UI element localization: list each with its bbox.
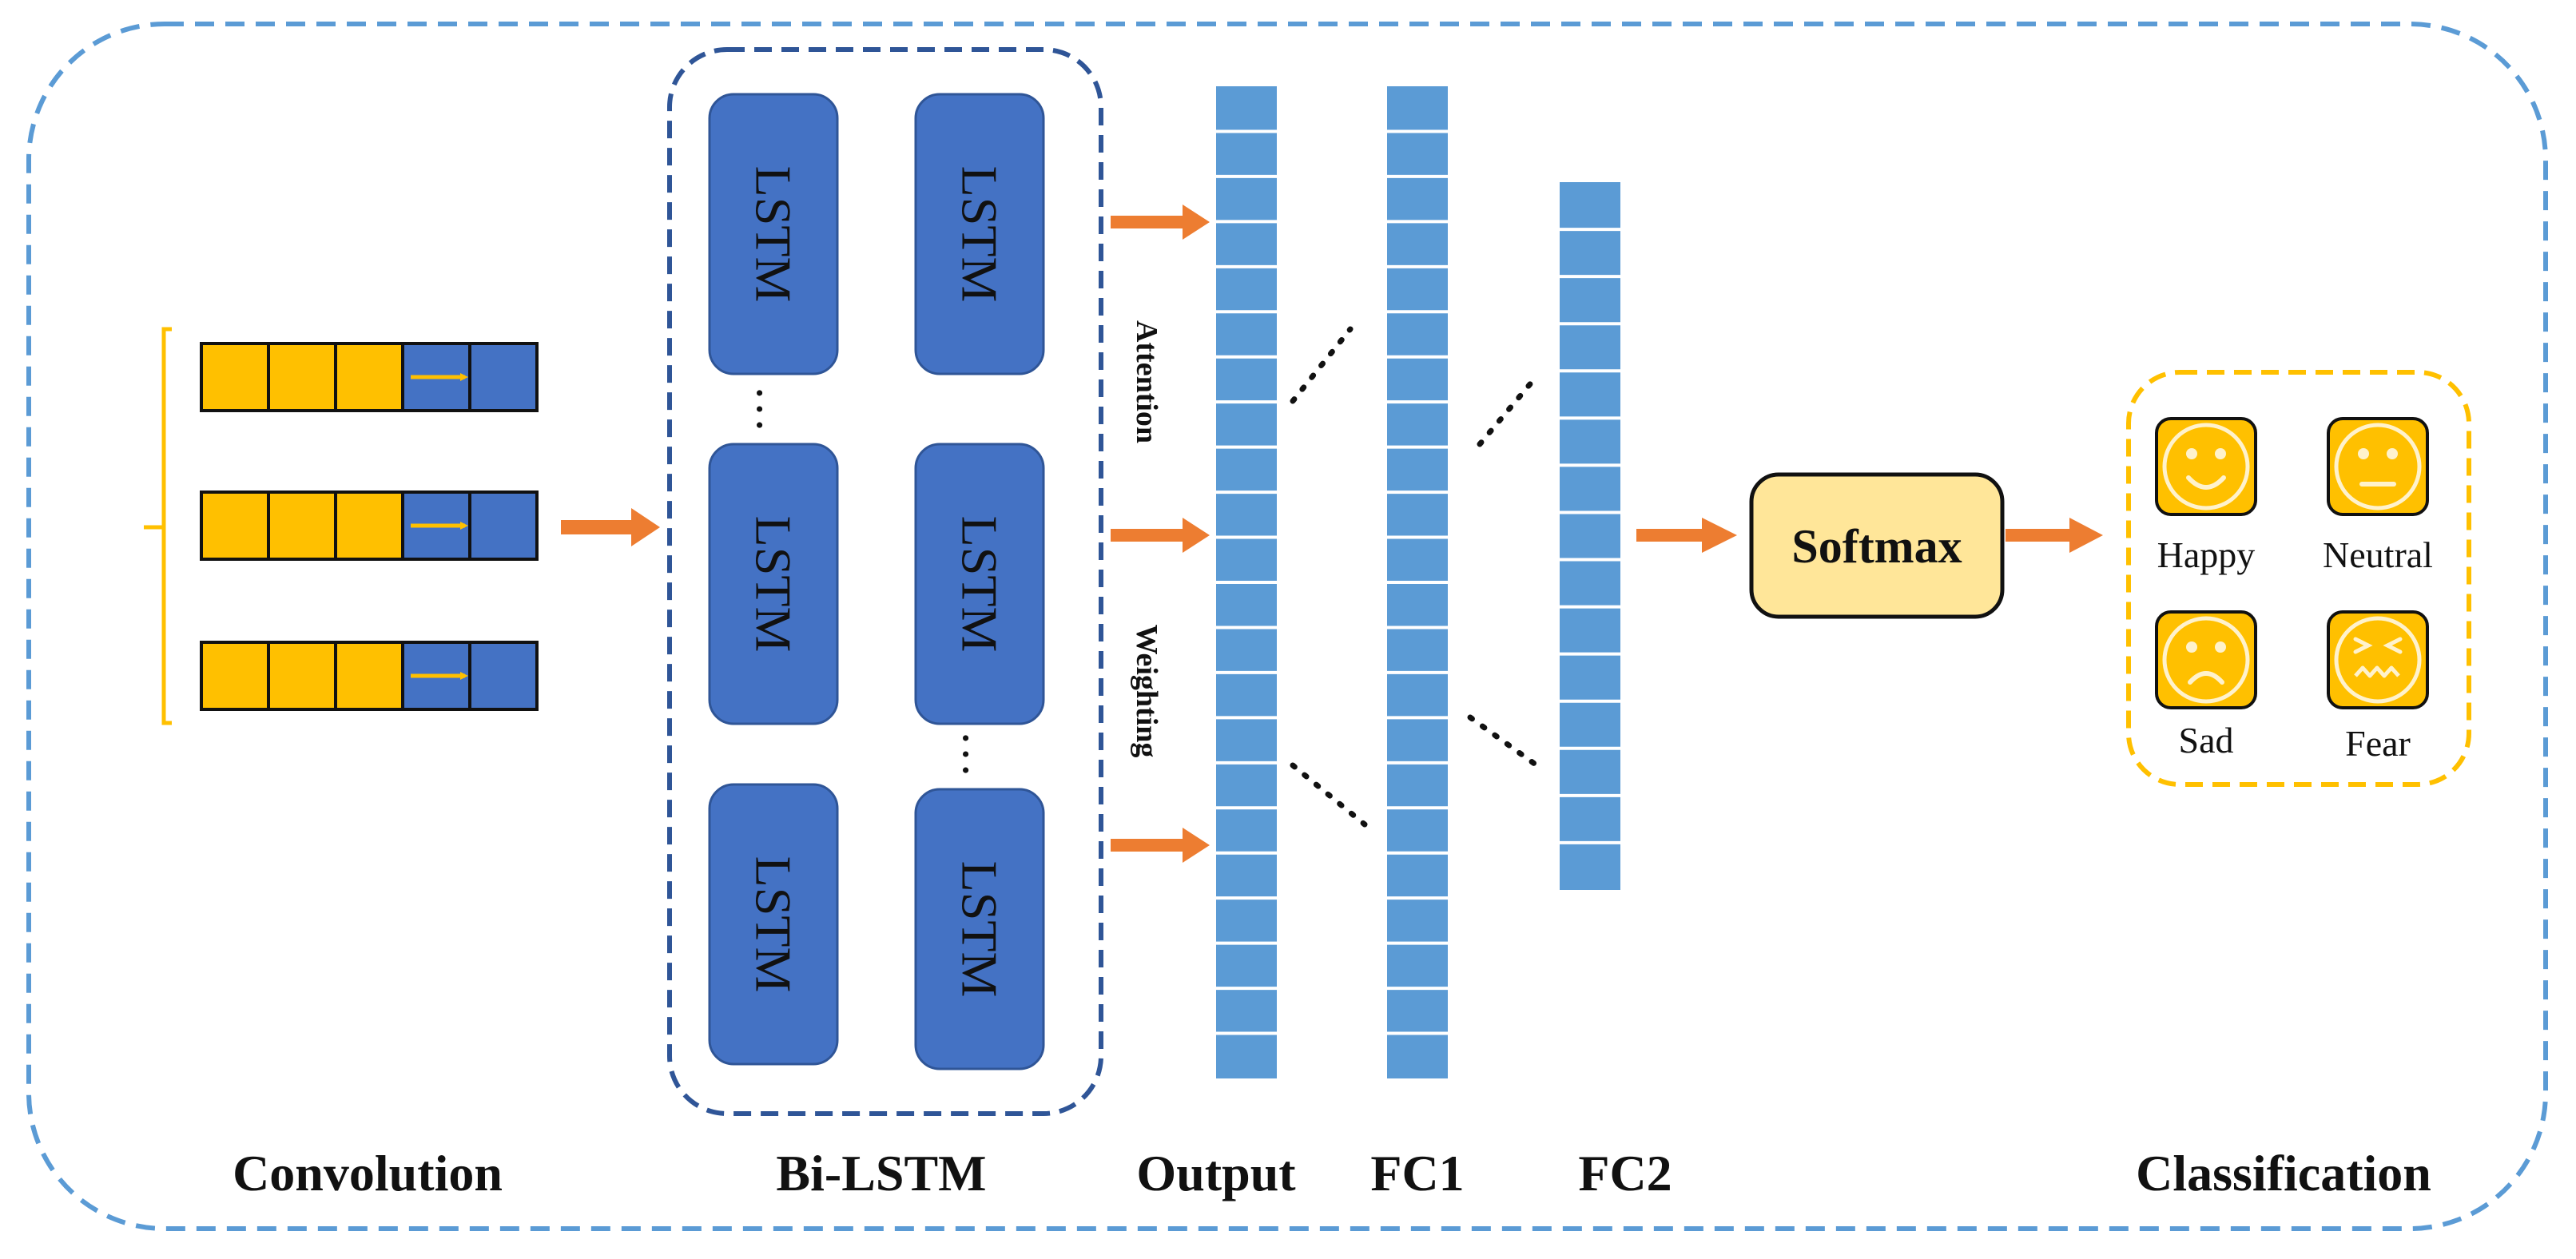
connector-dots bbox=[1477, 372, 1540, 447]
connector-dots bbox=[1467, 714, 1542, 770]
connector-dots bbox=[1290, 762, 1368, 828]
happy-face-icon bbox=[2155, 417, 2257, 516]
sad-face-icon bbox=[2155, 610, 2257, 709]
emotion-label-neutral: Neutral bbox=[2323, 534, 2433, 575]
conv-row-2 bbox=[200, 490, 539, 561]
conv-row-1 bbox=[200, 342, 539, 412]
outer-frame bbox=[26, 22, 2548, 1231]
lstm-cell: LSTM bbox=[708, 443, 839, 725]
lstm-cell: LSTM bbox=[914, 443, 1045, 725]
attention-label: Attention bbox=[1130, 320, 1163, 443]
lstm-cell-label: LSTM bbox=[952, 861, 1008, 998]
connector-dots bbox=[1290, 326, 1354, 404]
lstm-cell-label: LSTM bbox=[745, 856, 802, 993]
lstm-cell: LSTM bbox=[914, 788, 1045, 1070]
lstm-ellipsis: … bbox=[953, 730, 1006, 778]
stage-label-classification: Classification bbox=[2136, 1145, 2431, 1201]
arrow-fc2-to-softmax bbox=[1636, 518, 1737, 553]
lstm-cell-label: LSTM bbox=[952, 166, 1008, 303]
arrow-bilstm-to-output bbox=[1111, 828, 1210, 863]
bilstm-frame bbox=[667, 47, 1103, 1116]
arrow-conv-to-bilstm bbox=[561, 508, 660, 546]
lstm-cell-label: LSTM bbox=[745, 516, 802, 653]
lstm-cell-label: LSTM bbox=[952, 516, 1008, 653]
output-layer bbox=[1216, 86, 1277, 1078]
bilstm-block: LSTM LSTM LSTM LSTM LSTM LSTM … … bbox=[667, 47, 1103, 1116]
lstm-cell: LSTM bbox=[708, 783, 839, 1066]
fc2-layer bbox=[1560, 182, 1620, 890]
convolution-block bbox=[144, 327, 539, 725]
classification-block: Happy Neutral Sad Fear bbox=[2126, 370, 2471, 787]
lstm-cell: LSTM bbox=[914, 93, 1045, 375]
arrow-softmax-to-classification bbox=[2006, 518, 2103, 553]
layer-column bbox=[1560, 182, 1620, 890]
weighting-label: Weighting bbox=[1130, 625, 1163, 758]
arrow-bilstm-to-output bbox=[1111, 518, 1210, 553]
stage-label-convolution: Convolution bbox=[233, 1145, 503, 1201]
softmax-label: Softmax bbox=[1791, 520, 1962, 573]
neutral-face-icon bbox=[2327, 417, 2429, 516]
stage-label-fc2: FC2 bbox=[1578, 1145, 1672, 1201]
classification-frame bbox=[2126, 370, 2471, 787]
emotion-label-fear: Fear bbox=[2345, 723, 2411, 764]
lstm-cell: LSTM bbox=[708, 93, 839, 375]
conv-row-3 bbox=[200, 641, 539, 711]
stage-label-bilstm: Bi-LSTM bbox=[776, 1145, 986, 1201]
stage-label-fc1: FC1 bbox=[1370, 1145, 1464, 1201]
arrow-bilstm-to-output bbox=[1111, 205, 1210, 240]
lstm-cell-label: LSTM bbox=[745, 166, 802, 303]
convolution-brace bbox=[144, 327, 172, 725]
emotion-label-happy: Happy bbox=[2157, 534, 2256, 575]
softmax-box: Softmax bbox=[1749, 472, 2005, 619]
emotion-label-sad: Sad bbox=[2179, 720, 2234, 761]
fc1-layer bbox=[1387, 86, 1448, 1078]
fear-face-icon bbox=[2327, 610, 2429, 709]
stage-label-output: Output bbox=[1136, 1145, 1296, 1201]
lstm-ellipsis: … bbox=[747, 385, 800, 433]
